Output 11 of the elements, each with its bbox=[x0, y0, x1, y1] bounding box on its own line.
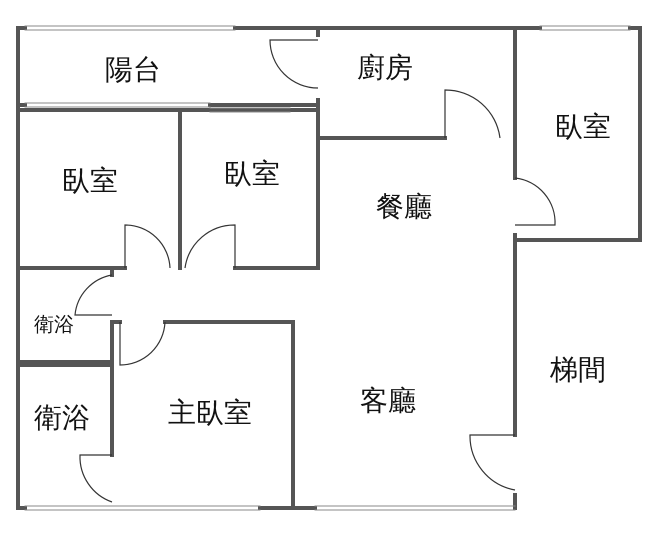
room-label: 衛浴 bbox=[34, 314, 74, 334]
room-label: 廚房 bbox=[357, 54, 413, 82]
room-label: 主臥室 bbox=[168, 399, 252, 427]
room-label: 臥室 bbox=[62, 167, 118, 195]
room-label: 衛浴 bbox=[34, 404, 90, 432]
room-label: 餐廳 bbox=[376, 193, 432, 221]
room-label: 臥室 bbox=[224, 160, 280, 188]
room-label: 臥室 bbox=[555, 113, 611, 141]
room-label: 客廳 bbox=[360, 387, 416, 415]
room-label: 梯間 bbox=[550, 356, 606, 384]
room-label: 陽台 bbox=[105, 56, 161, 84]
